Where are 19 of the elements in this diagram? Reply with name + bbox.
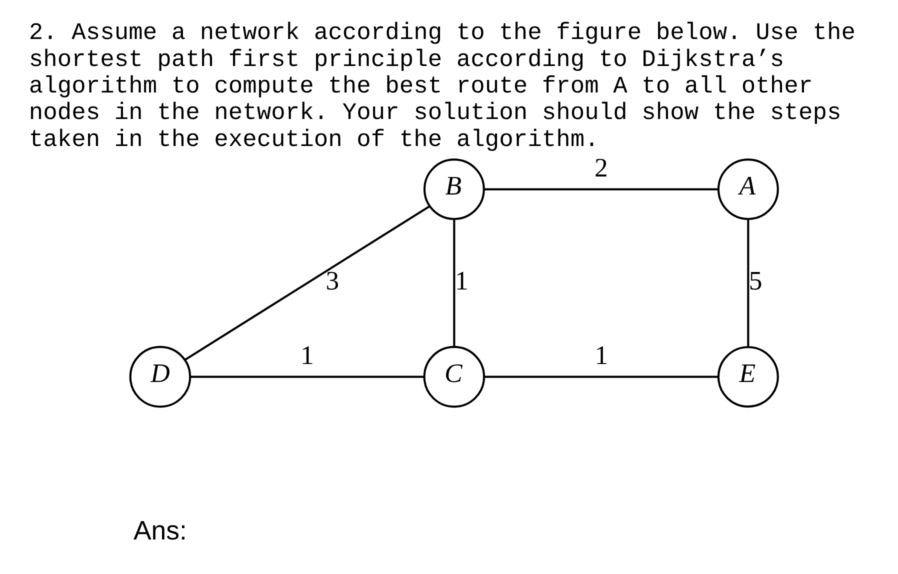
connector (453, 219, 456, 347)
connector (747, 219, 750, 347)
connector (184, 205, 430, 360)
connector (190, 376, 424, 378)
node-circle: C (423, 346, 486, 408)
node-circle: B (423, 158, 485, 220)
edge-label: 1 (594, 340, 608, 370)
node-circle: D (129, 346, 192, 408)
edge-label: 3 (326, 265, 340, 296)
connector (484, 188, 718, 190)
diagram-title: 2. Assume a network according to the figure below. Use the shortest path first principle according to Dijkstra’s algorithm to compute the best route from A to all other nodes in the network. Your solution should show the steps taken in the execution of the algorithm. (28, 20, 856, 154)
node-circle: A (717, 158, 779, 220)
edge-label: 1 (454, 265, 468, 296)
connector (484, 376, 718, 378)
edge-label: 5 (748, 265, 762, 296)
label: Ans: (133, 516, 187, 546)
edge-label: 2 (594, 152, 608, 183)
node-circle: E (717, 346, 779, 408)
edge-label: 1 (300, 340, 314, 370)
